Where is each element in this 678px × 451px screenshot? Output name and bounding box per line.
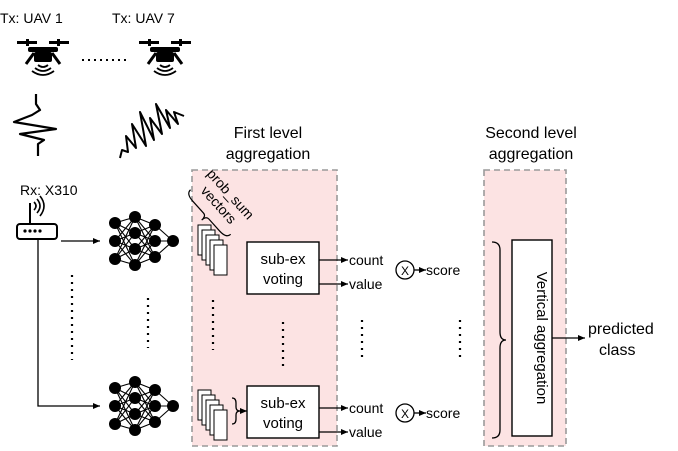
drone-icon	[15, 37, 71, 77]
second-level-title-line1: Second level	[485, 125, 577, 142]
signal-waveform-icon	[119, 103, 185, 159]
count-label-top: count	[349, 252, 383, 268]
vertical-aggregation-label: Vertical aggregation	[533, 272, 550, 405]
voting-bottom-line1: sub-ex	[260, 395, 306, 412]
drone-icon	[137, 37, 193, 77]
count-label-bottom: count	[349, 400, 383, 416]
value-label-bottom: value	[349, 424, 383, 440]
signal-waveform-icon	[12, 94, 58, 156]
score-label-bottom: score	[426, 405, 460, 421]
first-level-title-line1: First level	[234, 125, 302, 142]
first-level-title-line2: aggregation	[226, 146, 311, 163]
rx-label: Rx: X310	[20, 182, 78, 198]
multiply-symbol-bottom: X	[401, 407, 409, 421]
vertical-aggregation-box	[511, 239, 553, 437]
voting-top-line1: sub-ex	[260, 251, 306, 268]
neural-network-icon	[108, 375, 180, 437]
aggregation-brace	[491, 241, 507, 439]
voting-bottom-line2: voting	[263, 415, 303, 432]
sub-ex-voting-box-bottom	[246, 385, 320, 439]
sub-ex-voting-box-top	[246, 241, 320, 295]
neural-network-icon	[108, 210, 180, 272]
antenna-router-icon	[16, 195, 58, 240]
second-level-title-line2: aggregation	[489, 146, 574, 163]
value-label-top: value	[349, 276, 383, 292]
rx-to-nn-bottom-arrow	[37, 239, 100, 409]
predicted-class-line1: predicted	[588, 321, 654, 338]
multiply-symbol-top: X	[401, 264, 409, 278]
predicted-class-line2: class	[599, 342, 635, 359]
score-label-top: score	[426, 262, 460, 278]
voting-top-line2: voting	[263, 271, 303, 288]
tx-uav1-label: Tx: UAV 1	[0, 10, 63, 26]
tx-uav7-label: Tx: UAV 7	[112, 10, 175, 26]
